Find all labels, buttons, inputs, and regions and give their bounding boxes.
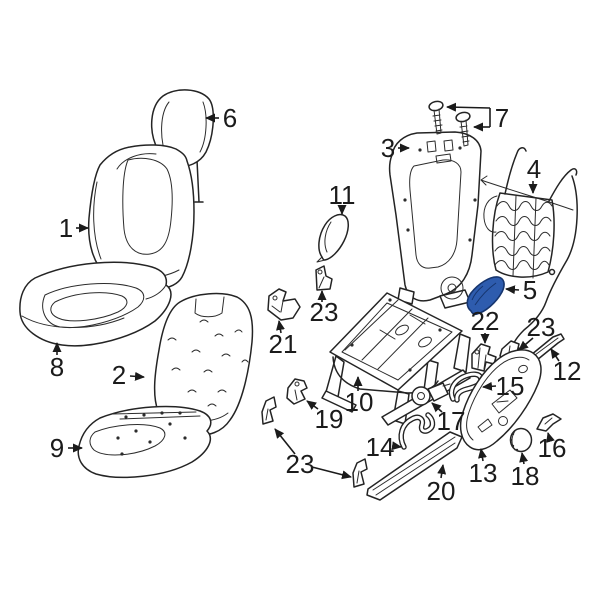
callout-19-arrow bbox=[306, 400, 319, 410]
callout-10: 10 bbox=[345, 376, 374, 417]
callout-23-right: 23 bbox=[518, 312, 556, 351]
callout-2-arrow bbox=[129, 371, 145, 381]
callout-7-label: 7 bbox=[495, 103, 509, 133]
part-track-end-cover bbox=[366, 431, 463, 501]
callout-9-label: 9 bbox=[50, 433, 64, 463]
callout-23-right-label: 23 bbox=[527, 312, 556, 342]
part-bracket-23-lower-b bbox=[352, 458, 368, 488]
callouts: 1 6 8 2 9 3 7 4 bbox=[50, 102, 582, 506]
callout-19: 19 bbox=[306, 400, 344, 434]
part-adjuster-motor bbox=[411, 382, 451, 406]
callout-9: 9 bbox=[50, 433, 83, 463]
callout-3-label: 3 bbox=[381, 133, 395, 163]
callout-23-upper-label: 23 bbox=[310, 297, 339, 327]
callout-10-label: 10 bbox=[345, 387, 374, 417]
callout-6: 6 bbox=[205, 103, 237, 133]
callout-18-arrow bbox=[519, 452, 529, 465]
callout-23-lower: 23 bbox=[274, 428, 352, 480]
callout-23-upper: 23 bbox=[310, 290, 339, 327]
callout-17-arrow bbox=[431, 402, 443, 413]
part-side-trim-highlighted bbox=[466, 276, 505, 316]
part-wire-bracket-14 bbox=[398, 412, 436, 450]
callout-2: 2 bbox=[112, 360, 145, 390]
callout-21-arrow bbox=[276, 320, 285, 334]
callout-17-label: 17 bbox=[437, 406, 466, 436]
callout-16: 16 bbox=[538, 432, 567, 463]
callout-5: 5 bbox=[505, 275, 537, 305]
callout-23-right-arrow bbox=[518, 337, 534, 351]
part-floor-bracket-21 bbox=[267, 288, 301, 321]
callout-2-label: 2 bbox=[112, 360, 126, 390]
callout-14-label: 14 bbox=[366, 432, 395, 462]
callout-19-label: 19 bbox=[315, 404, 344, 434]
part-support-bracket-19 bbox=[286, 378, 308, 405]
callout-12: 12 bbox=[550, 348, 582, 386]
callout-8: 8 bbox=[50, 342, 64, 382]
callout-23-lower-label: 23 bbox=[286, 449, 315, 479]
callout-4: 4 bbox=[527, 154, 541, 194]
callout-7-arrow-a bbox=[446, 102, 491, 112]
callout-1: 1 bbox=[59, 213, 89, 243]
callout-16-label: 16 bbox=[538, 433, 567, 463]
callout-20-arrow bbox=[437, 464, 447, 479]
part-bracket-23-upper bbox=[315, 265, 333, 291]
callout-12-arrow bbox=[550, 348, 560, 362]
callout-21: 21 bbox=[269, 320, 298, 359]
highlighted-shape bbox=[466, 276, 505, 316]
callout-13: 13 bbox=[469, 448, 498, 488]
callout-16-arrow bbox=[546, 432, 555, 443]
callout-23-lower-arrow-a bbox=[274, 428, 296, 455]
part-adjuster-knob bbox=[509, 427, 533, 453]
part-bracket-23-lower-a bbox=[261, 396, 277, 425]
callout-18: 18 bbox=[511, 452, 540, 491]
callout-15-label: 15 bbox=[496, 371, 525, 401]
part-mounting-bolts bbox=[428, 100, 471, 147]
callout-13-arrow bbox=[478, 448, 487, 462]
callout-11: 11 bbox=[329, 180, 356, 215]
callout-3: 3 bbox=[381, 133, 410, 163]
callout-5-arrow bbox=[505, 285, 520, 295]
callout-18-label: 18 bbox=[511, 461, 540, 491]
part-side-cover-trim bbox=[316, 213, 349, 263]
callout-14-arrow bbox=[391, 441, 402, 451]
callout-7: 7 bbox=[446, 102, 509, 133]
callout-22-label: 22 bbox=[471, 306, 500, 336]
callout-6-label: 6 bbox=[223, 103, 237, 133]
callout-4-label: 4 bbox=[527, 154, 541, 184]
part-seat-cushion-cover bbox=[19, 261, 172, 347]
part-seat-cushion-pad bbox=[77, 405, 212, 479]
callout-11-label: 11 bbox=[329, 180, 356, 210]
callout-5-label: 5 bbox=[523, 275, 537, 305]
part-side-shield-panel bbox=[459, 349, 542, 451]
callout-15-arrow bbox=[482, 381, 497, 391]
callout-20-label: 20 bbox=[427, 476, 456, 506]
callout-12-label: 12 bbox=[553, 356, 582, 386]
callout-15: 15 bbox=[482, 371, 525, 401]
callout-22: 22 bbox=[471, 306, 500, 344]
callout-1-label: 1 bbox=[59, 213, 73, 243]
callout-20: 20 bbox=[427, 464, 456, 506]
callout-13-label: 13 bbox=[469, 458, 498, 488]
part-riser-bracket-22 bbox=[471, 343, 497, 372]
callout-14: 14 bbox=[366, 432, 402, 462]
callout-21-label: 21 bbox=[269, 329, 298, 359]
callout-8-label: 8 bbox=[50, 352, 64, 382]
callout-17: 17 bbox=[431, 402, 466, 436]
callout-23-lower-arrow-b bbox=[311, 466, 352, 480]
part-end-cap-16 bbox=[536, 413, 562, 432]
